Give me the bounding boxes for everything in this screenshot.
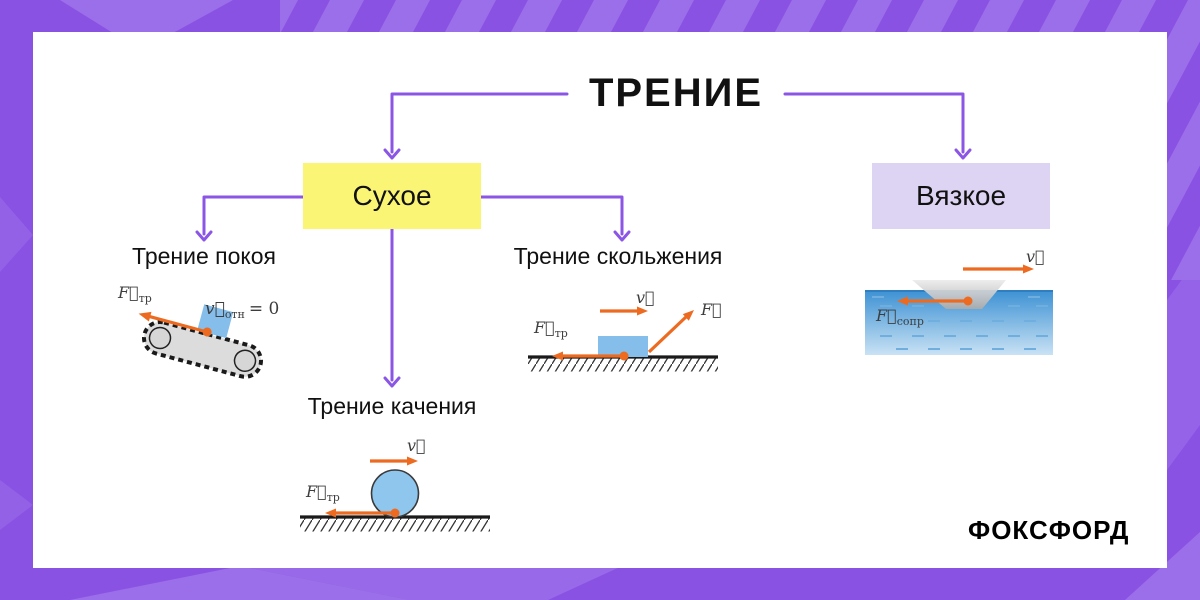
- arrowhead: [407, 456, 418, 466]
- force-origin-dot: [963, 296, 973, 306]
- arrowhead-to-dry: [383, 148, 401, 160]
- force-origin-dot: [202, 327, 212, 337]
- illustration-rolling-friction: [300, 456, 490, 532]
- illustration-sliding-friction: [528, 306, 718, 372]
- conveyor-belt: [142, 320, 263, 379]
- page-title: ТРЕНИЕ: [588, 71, 764, 115]
- math-applied-force: F⃗: [701, 300, 722, 319]
- math-velocity-viscous: v⃗: [1026, 247, 1045, 266]
- foxford-logo: ФОКСФОРД: [968, 515, 1130, 545]
- conveyor-wheel-right: [233, 349, 257, 373]
- math-velocity-sliding: v⃗: [636, 288, 655, 307]
- arrowhead: [682, 310, 694, 321]
- arrowhead: [1023, 264, 1034, 274]
- applied-force-arrow: [647, 314, 689, 354]
- arrowhead: [138, 311, 152, 322]
- water-dashes: [872, 296, 1048, 350]
- arrowhead: [897, 296, 908, 306]
- math-friction-force-static: F⃗тр: [118, 283, 152, 305]
- label-sliding-friction: Трение скольжения: [513, 243, 723, 269]
- boat-hull: [912, 280, 1006, 309]
- branch-dry-label: Сухое: [352, 180, 432, 211]
- arrowhead: [637, 306, 648, 316]
- tree-connectors: [195, 92, 972, 388]
- arrowhead-to-static: [195, 230, 213, 242]
- conveyor-wheel-left: [148, 326, 172, 350]
- force-origin-dot: [619, 351, 629, 361]
- math-drag-force: F⃗сопр: [876, 306, 924, 328]
- arrowhead-to-sliding: [613, 230, 631, 242]
- illustration-viscous-friction: [865, 264, 1053, 355]
- math-friction-force-sliding: F⃗тр: [534, 318, 568, 340]
- math-friction-force-rolling: F⃗тр: [306, 482, 340, 504]
- arrowhead-to-viscous: [954, 148, 972, 160]
- label-rolling-friction: Трение качения: [307, 393, 477, 419]
- branch-viscous-label: Вязкое: [915, 180, 1007, 211]
- ground-hatching: [300, 518, 490, 532]
- arrowhead: [552, 351, 563, 361]
- arrowhead: [325, 508, 336, 518]
- illustration-static-friction: [138, 304, 263, 379]
- math-relative-velocity-zero: v⃗отн= 0: [205, 299, 280, 321]
- branch-dry-box: Сухое: [303, 163, 481, 229]
- force-origin-dot: [390, 508, 400, 518]
- branch-viscous-box: Вязкое: [872, 163, 1050, 229]
- ground-hatching: [528, 358, 718, 372]
- math-velocity-rolling: v⃗: [407, 436, 426, 455]
- friction-force-arrow: [148, 314, 208, 334]
- sliding-block: [598, 336, 648, 357]
- arrowhead-to-rolling: [383, 376, 401, 388]
- label-static-friction: Трение покоя: [132, 243, 276, 269]
